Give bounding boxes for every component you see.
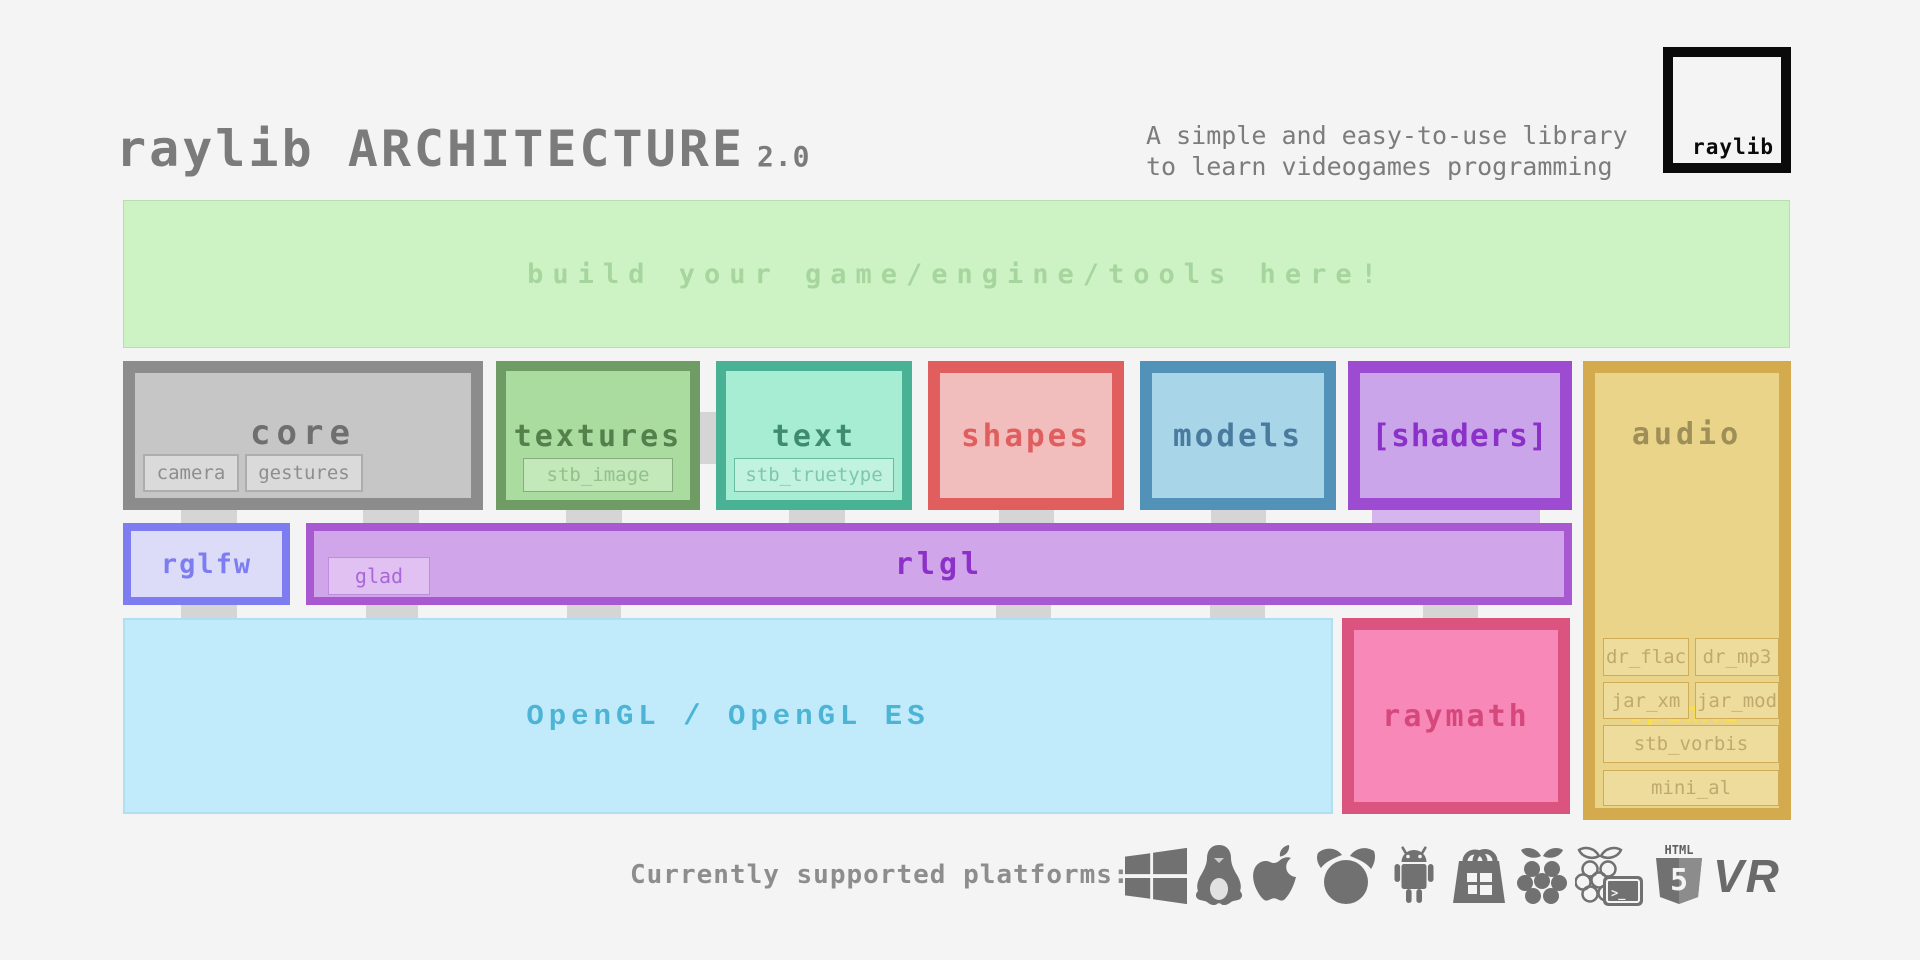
submodule-jar-xm: jar_xm xyxy=(1603,682,1689,719)
build-here-banner: build your game/engine/tools here! xyxy=(123,200,1790,348)
module-models: models xyxy=(1140,361,1336,510)
rglfw-label: rglfw xyxy=(160,548,253,580)
layer-raymath: raymath xyxy=(1342,618,1570,814)
raspberry-pi-icon xyxy=(1517,848,1567,904)
module-shaders: [shaders] xyxy=(1348,361,1572,510)
core-label: core xyxy=(250,413,356,453)
connector-shaders-rlgl xyxy=(1372,508,1540,524)
connector xyxy=(366,604,418,619)
connector-rlgl-raymath xyxy=(1423,604,1478,619)
page-title: raylib ARCHITECTURE 2.0 xyxy=(116,120,811,178)
layer-rglfw: rglfw xyxy=(123,523,290,605)
freebsd-icon xyxy=(1317,848,1375,904)
build-here-label: build your game/engine/tools here! xyxy=(527,258,1386,290)
submodule-stb-image: stb_image xyxy=(523,458,673,492)
opengl-label: OpenGL / OpenGL ES xyxy=(526,699,930,733)
html5-icon: HTML 5 xyxy=(1656,843,1702,904)
module-textures: textures stb_image xyxy=(496,361,700,510)
audio-label: audio xyxy=(1631,417,1743,452)
connector xyxy=(181,509,237,524)
vr-icon: VR xyxy=(1713,850,1781,902)
submodule-jar-mod: jar_mod xyxy=(1695,682,1779,719)
models-label: models xyxy=(1173,417,1303,454)
module-audio: audio OpenAL dr_flac dr_mp3 jar_xm jar_m… xyxy=(1583,361,1791,820)
text-label: text xyxy=(771,419,857,454)
raspberry-pi-cli-icon: >_ xyxy=(1575,846,1643,906)
layer-opengl: OpenGL / OpenGL ES xyxy=(123,618,1333,814)
submodule-camera: camera xyxy=(143,454,239,492)
platforms-label: Currently supported platforms: xyxy=(630,860,1130,890)
title-text: raylib ARCHITECTURE xyxy=(116,120,745,178)
textures-label: textures xyxy=(513,419,683,454)
android-icon xyxy=(1394,846,1434,903)
shaders-label: [shaders] xyxy=(1371,417,1549,454)
connector xyxy=(1210,604,1265,619)
submodule-dr-flac: dr_flac xyxy=(1603,638,1689,676)
layer-rlgl: rlgl glad xyxy=(306,523,1572,605)
windows-store-icon xyxy=(1453,849,1505,903)
submodule-mini-al: mini_al xyxy=(1603,770,1779,806)
submodule-stb-truetype: stb_truetype xyxy=(734,458,894,492)
submodule-gestures: gestures xyxy=(245,454,363,492)
tagline-line-2: to learn videogames programming xyxy=(1146,152,1613,181)
connector xyxy=(566,509,622,524)
connector xyxy=(999,509,1054,524)
windows-icon xyxy=(1125,847,1187,905)
version-label: 2.0 xyxy=(756,140,811,173)
apple-icon xyxy=(1253,845,1296,901)
raymath-label: raymath xyxy=(1382,698,1530,734)
connector xyxy=(1211,509,1266,524)
terminal-glyph: >_ xyxy=(1611,886,1626,901)
tagline-line-1: A simple and easy-to-use library xyxy=(1146,121,1628,150)
connector xyxy=(181,604,237,619)
module-shapes: shapes xyxy=(928,361,1124,510)
raylib-logo-label: raylib xyxy=(1692,135,1774,159)
html5-top-text: HTML xyxy=(1665,843,1694,857)
connector-textures-text xyxy=(700,412,716,464)
connector xyxy=(363,509,419,524)
module-text: text stb_truetype xyxy=(716,361,912,510)
raylib-logo: raylib xyxy=(1663,47,1791,173)
connector xyxy=(996,604,1051,619)
linux-icon xyxy=(1195,845,1243,906)
html5-number: 5 xyxy=(1670,863,1688,898)
tagline: A simple and easy-to-use library to lear… xyxy=(1146,120,1648,182)
submodule-stb-vorbis: stb_vorbis xyxy=(1603,725,1779,763)
submodule-dr-mp3: dr_mp3 xyxy=(1695,638,1779,676)
platform-icons: >_ HTML 5 VR xyxy=(1125,835,1781,917)
module-core: core camera gestures xyxy=(123,361,483,510)
shapes-label: shapes xyxy=(961,417,1091,454)
submodule-glad: glad xyxy=(328,557,430,595)
connector xyxy=(789,509,845,524)
connector xyxy=(567,604,621,619)
rlgl-label: rlgl xyxy=(894,546,984,582)
